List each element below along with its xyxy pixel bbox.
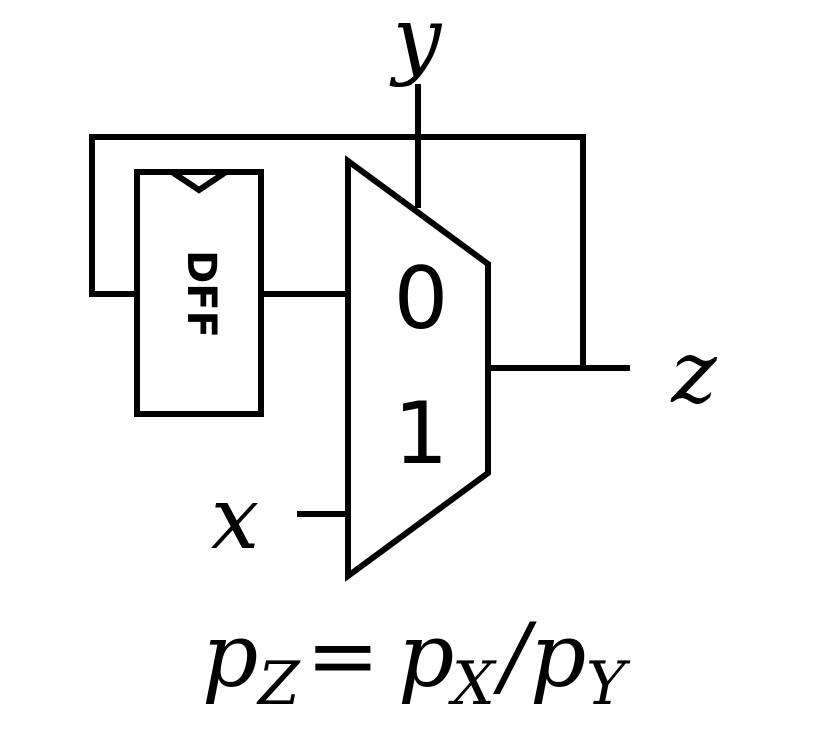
formula-den-var: p — [530, 604, 586, 707]
dff-label: DFF — [178, 250, 224, 338]
y-label: y — [389, 0, 443, 89]
mux-input0-label: 0 — [394, 249, 449, 349]
formula-equals: = — [306, 604, 380, 707]
formula-lhs-sub: Z — [256, 649, 301, 719]
x-label: x — [211, 469, 260, 569]
mux-input1-label: 1 — [394, 384, 449, 484]
mux-body — [345, 155, 491, 582]
z-label: z — [670, 323, 717, 423]
formula-den-sub: Y — [586, 649, 631, 719]
feedback-wire — [89, 134, 586, 368]
formula-num-sub: X — [448, 649, 497, 719]
formula-lhs-var: p — [202, 604, 258, 707]
formula-num-var: p — [398, 604, 454, 707]
dff-box — [134, 169, 264, 417]
formula: p Z = p X / p Y — [202, 604, 631, 719]
dff-clock-icon — [170, 169, 228, 194]
